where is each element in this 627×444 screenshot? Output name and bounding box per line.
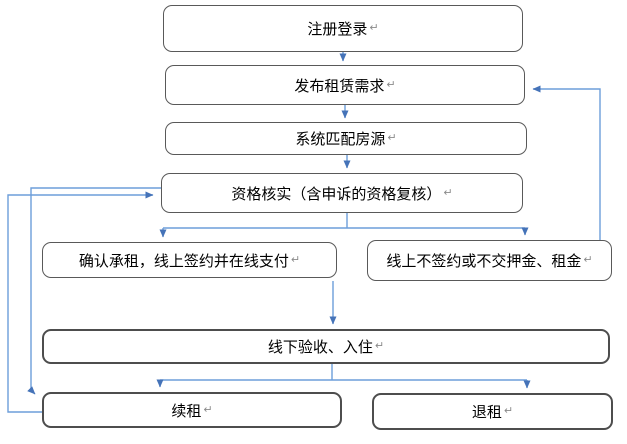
paragraph-mark: ↵ bbox=[443, 186, 453, 199]
paragraph-mark: ↵ bbox=[374, 340, 385, 352]
paragraph-mark: ↵ bbox=[369, 22, 379, 34]
node-confirm-sign-pay: 确认承租，线上签约并在线支付↵ bbox=[42, 242, 337, 278]
paragraph-mark: ↵ bbox=[290, 253, 301, 266]
edge-verify-renew bbox=[27, 187, 161, 395]
node-label: 资格核实（含申诉的资格复核） bbox=[231, 185, 442, 203]
node-offline-checkin: 线下验收、入住↵ bbox=[42, 329, 610, 364]
paragraph-mark: ↵ bbox=[503, 405, 514, 417]
node-publish-demand: 发布租赁需求↵ bbox=[165, 65, 525, 105]
paragraph-mark: ↵ bbox=[386, 78, 396, 91]
paragraph-mark: ↵ bbox=[203, 403, 213, 416]
node-label: 注册登录 bbox=[307, 21, 368, 38]
edge-renew-verify bbox=[7, 191, 154, 413]
node-label: 退租 bbox=[471, 404, 502, 421]
node-label: 续租 bbox=[171, 402, 202, 420]
node-register-login: 注册登录↵ bbox=[163, 5, 523, 52]
node-qualification-verify: 资格核实（含申诉的资格复核）↵ bbox=[161, 173, 523, 213]
paragraph-mark: ↵ bbox=[387, 132, 397, 144]
node-terminate-lease: 退租↵ bbox=[372, 393, 613, 430]
node-label: 确认承租，线上签约并在线支付 bbox=[78, 252, 289, 270]
node-label: 线下验收、入住 bbox=[267, 339, 373, 356]
node-system-match: 系统匹配房源↵ bbox=[165, 122, 527, 155]
node-label: 发布租赁需求 bbox=[294, 77, 385, 95]
paragraph-mark: ↵ bbox=[583, 254, 593, 266]
node-label: 线上不签约或不交押金、租金 bbox=[386, 253, 582, 270]
edge-nosign-publish bbox=[532, 85, 601, 240]
node-no-sign-no-pay: 线上不签约或不交押金、租金↵ bbox=[367, 240, 612, 281]
node-label: 系统匹配房源 bbox=[295, 131, 386, 148]
node-renew-lease: 续租↵ bbox=[42, 392, 342, 428]
